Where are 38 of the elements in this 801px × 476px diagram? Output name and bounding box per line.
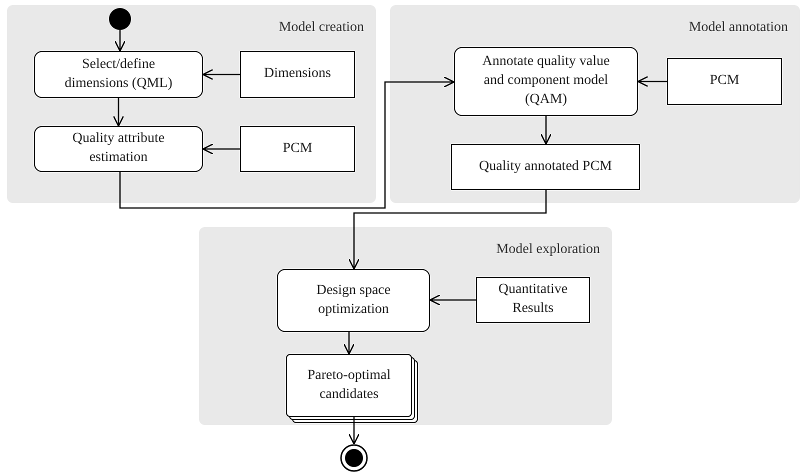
- swimlane-panel: [199, 227, 612, 425]
- action-box: [277, 269, 430, 332]
- node-label: Quantitative Results: [497, 281, 569, 318]
- arrow: [540, 116, 552, 145]
- arrow: [348, 190, 547, 270]
- arrow: [202, 143, 240, 155]
- object-box: [240, 126, 355, 172]
- swimlane-panel: [390, 5, 800, 203]
- final-node: [340, 444, 368, 472]
- arrow: [112, 98, 124, 127]
- panel-heading: Model exploration: [496, 241, 600, 259]
- object-box: [451, 144, 640, 190]
- node-label: Annotate quality value and component model (QAM): [481, 53, 611, 109]
- arrow: [202, 68, 240, 80]
- node-label: PCM: [710, 72, 740, 90]
- node-label: Design space optimization: [315, 282, 392, 318]
- node-label: Pareto-optimal candidates: [307, 366, 391, 404]
- object-box: [667, 58, 782, 105]
- node-label: Dimensions: [264, 65, 331, 84]
- object-box: [240, 51, 355, 98]
- initial-node: [109, 8, 131, 30]
- node-label: Quality attribute estimation: [71, 130, 166, 167]
- node-label: Select/define dimensions (QML): [64, 56, 174, 92]
- panel-heading: Model creation: [278, 19, 364, 37]
- object-box: [476, 277, 590, 323]
- arrow: [343, 332, 355, 355]
- swimlane-panel: [7, 5, 376, 203]
- arrow: [119, 76, 455, 209]
- arrow: [348, 417, 360, 445]
- arrow: [637, 76, 667, 88]
- node-label: PCM: [282, 140, 312, 158]
- panel-heading: Model annotation: [688, 19, 788, 37]
- action-box: [454, 47, 638, 116]
- action-box: [34, 126, 203, 172]
- arrow: [429, 294, 476, 306]
- node-label: Quality annotated PCM: [479, 158, 612, 176]
- arrow: [114, 30, 126, 52]
- action-box: [34, 51, 203, 98]
